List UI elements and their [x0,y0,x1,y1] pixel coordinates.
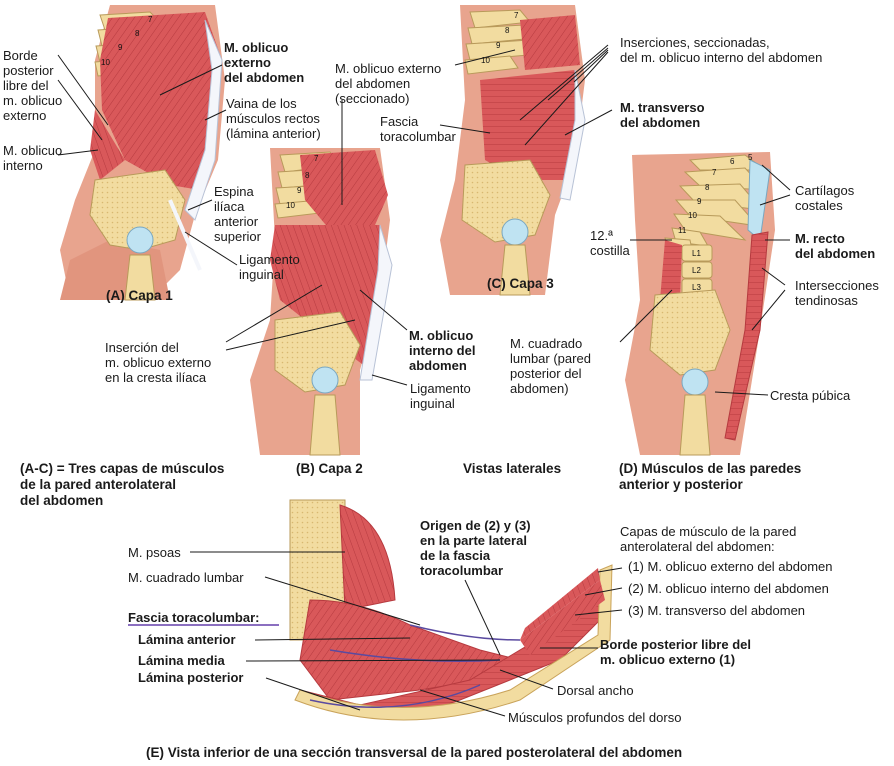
label-ligamento-b: Ligamento inguinal [410,381,471,411]
label-capa-3: (3) M. transverso del abdomen [628,603,806,618]
label-oblicuo-interno-b: M. oblicuo interno del abdomen [409,328,476,373]
rib-number: 10 [688,211,697,220]
rib-number: 9 [297,186,302,195]
label-lamina-anterior: Lámina anterior [138,632,236,647]
rib-number: 7 [314,154,319,163]
label-oblicuo-seccionado: M. oblicuo externo del abdomen (secciona… [335,61,442,106]
label-fascia-c: Fascia toracolumbar [380,114,456,144]
label-inserciones: Inserciones, seccionadas, del m. oblicuo… [620,35,823,65]
panel-b-illustration [250,148,393,456]
rib-number: 9 [496,41,501,50]
label-vaina: Vaina de los músculos rectos (lámina ant… [226,96,321,141]
panel-a-illustration [60,5,225,301]
label-cresta-pubica: Cresta púbica [770,388,851,403]
vertebra-label: L3 [692,283,701,292]
caption-a-c: (A-C) = Tres capas de músculos de la par… [20,461,225,508]
caption-panel-b: (B) Capa 2 [296,461,363,476]
label-borde-posterior-e: Borde posterior libre del m. oblicuo ext… [600,637,751,667]
label-transverso: M. transverso del abdomen [620,100,705,130]
leader-lines [57,44,791,717]
label-psoas: M. psoas [128,545,181,560]
vertebra-label: L2 [692,266,701,275]
rib-number: 5 [748,153,753,162]
rib-number: 8 [705,183,710,192]
label-capa-2: (2) M. oblicuo interno del abdomen [628,581,829,596]
panel-c-illustration [440,5,586,296]
rib-number: 10 [286,201,295,210]
rib-number: 7 [514,11,519,20]
label-oblicuo-externo: M. oblicuo externo del abdomen [224,40,305,85]
vertebra-label: L1 [692,249,701,258]
rib-numbers: 7 8 9 10 7 8 9 10 7 8 9 10 5 6 7 8 9 10 … [101,11,753,292]
rib-number: 8 [135,29,140,38]
caption-vistas-laterales: Vistas laterales [463,461,562,476]
caption-panel-a: (A) Capa 1 [106,288,173,303]
label-capas-titulo: Capas de músculo de la pared anterolater… [620,524,797,554]
label-espina-iliaca: Espina ilíaca anterior superior [214,184,261,244]
rib-number: 9 [118,43,123,52]
label-fascia-title: Fascia toracolumbar: [128,610,260,625]
label-intersecciones: Intersecciones tendinosas [795,278,879,308]
label-cartilagos: Cartílagos costales [795,183,855,213]
rib-number: 6 [730,157,735,166]
label-borde-posterior: Borde posterior libre del m. oblicuo ext… [3,48,63,123]
label-capa-1: (1) M. oblicuo externo del abdomen [628,559,833,574]
caption-panel-e: (E) Vista inferior de una sección transv… [146,745,683,760]
rib-number: 10 [481,56,490,65]
label-lamina-posterior: Lámina posterior [138,670,244,685]
label-lamina-media: Lámina media [138,653,225,668]
rib-number: 7 [148,15,153,24]
label-cuadrado-lumbar-e: M. cuadrado lumbar [128,570,244,585]
label-musculos-profundos: Músculos profundos del dorso [508,710,682,725]
panel-d-illustration [625,152,775,456]
label-dorsal-ancho: Dorsal ancho [557,683,634,698]
rib-number: 9 [697,197,702,206]
rib-number: 8 [505,26,510,35]
caption-panel-c: (C) Capa 3 [487,276,554,291]
rib-number: 8 [305,171,310,180]
label-recto: M. recto del abdomen [795,231,876,261]
caption-panel-d: (D) Músculos de las paredes anterior y p… [619,461,802,492]
label-origen: Origen de (2) y (3) en la parte lateral … [420,518,531,578]
label-ligamento-a: Ligamento inguinal [239,252,300,282]
label-cuadrado-lumbar-d: M. cuadrado lumbar (pared posterior del … [510,336,591,396]
rib-number: 11 [678,226,687,235]
label-12-costilla: 12.ª costilla [590,228,630,258]
label-oblicuo-interno-a: M. oblicuo interno [3,143,63,173]
rib-number: 10 [101,58,110,67]
label-insercion: Inserción del m. oblicuo externo en la c… [105,340,212,385]
rib-number: 7 [712,168,717,177]
